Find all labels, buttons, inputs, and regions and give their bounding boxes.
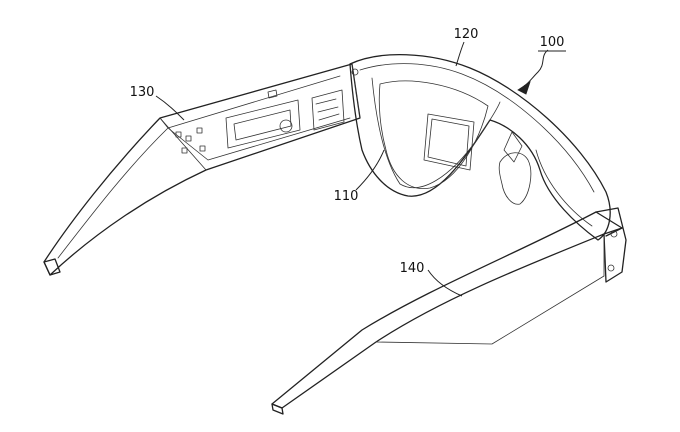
- label-100: 100: [540, 35, 565, 50]
- leader-lines: [155, 41, 566, 297]
- label-120: 120: [454, 27, 479, 42]
- display-lens: [378, 80, 489, 190]
- front-frame: [349, 54, 611, 241]
- label-110: 110: [334, 189, 359, 204]
- label-140: 140: [400, 261, 425, 276]
- nose-pad: [498, 131, 532, 205]
- temple-electronics-module: [175, 63, 361, 154]
- label-130: 130: [130, 85, 155, 100]
- second-temple-arm: [271, 207, 627, 415]
